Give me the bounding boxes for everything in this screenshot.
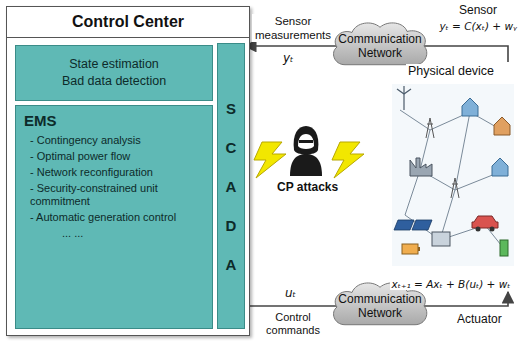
connector-arrow bbox=[422, 292, 508, 306]
node-heading: Control Center bbox=[7, 7, 249, 38]
node-text: xₜ₊₁ = Axₜ + B(uₜ) + wₜ bbox=[390, 278, 513, 290]
edge-label: Control commands bbox=[256, 311, 330, 336]
process-box: State estimationBad data detection bbox=[15, 45, 213, 101]
node-heading: Communication Network bbox=[338, 292, 421, 320]
formula-label: uₜ bbox=[284, 286, 297, 300]
control-center-box: Control CenterState estimationBad data d… bbox=[6, 6, 250, 336]
connector-arrow bbox=[245, 305, 338, 307]
power-grid-picture bbox=[392, 84, 514, 266]
physical-device: Physical device xₜ₊₁ = Axₜ + B(uₜ) + wₜ bbox=[386, 62, 516, 292]
node-text: ... ... bbox=[62, 227, 206, 240]
text-label: CP attacks bbox=[276, 180, 339, 194]
formula-label: yₜ bbox=[282, 51, 295, 65]
process-box: SCADA bbox=[217, 43, 245, 329]
hacker-icon bbox=[290, 126, 322, 176]
node-text: - Contingency analysis bbox=[30, 134, 206, 147]
lightning-bolt bbox=[332, 142, 364, 178]
process-box: EMS - Contingency analysis - Optimal power… bbox=[15, 105, 213, 329]
edge-label: Sensor measurements bbox=[252, 14, 334, 42]
node-heading: State estimation bbox=[69, 56, 159, 73]
node-text: - Automatic generation control bbox=[30, 211, 206, 224]
formula-label: yₜ = C(xₜ) + wᵧ bbox=[428, 20, 518, 32]
node-text: - Security-constrained unit commitment bbox=[30, 182, 206, 208]
node-text: Bad data detection bbox=[62, 73, 166, 90]
connector-arrow bbox=[245, 45, 338, 47]
node-heading: Communication Network bbox=[338, 32, 421, 60]
lightning-bolt bbox=[254, 142, 286, 178]
node-text: - Optimal power flow bbox=[30, 150, 206, 163]
text-label: Sensor bbox=[458, 3, 498, 17]
node-heading: Physical device bbox=[406, 64, 496, 78]
node-text: - Network reconfiguration bbox=[30, 166, 206, 179]
node-heading: EMS bbox=[24, 112, 206, 129]
node-heading: SCADA bbox=[224, 89, 239, 284]
text-label: Actuator bbox=[456, 312, 503, 326]
connector-arrow bbox=[422, 46, 508, 62]
